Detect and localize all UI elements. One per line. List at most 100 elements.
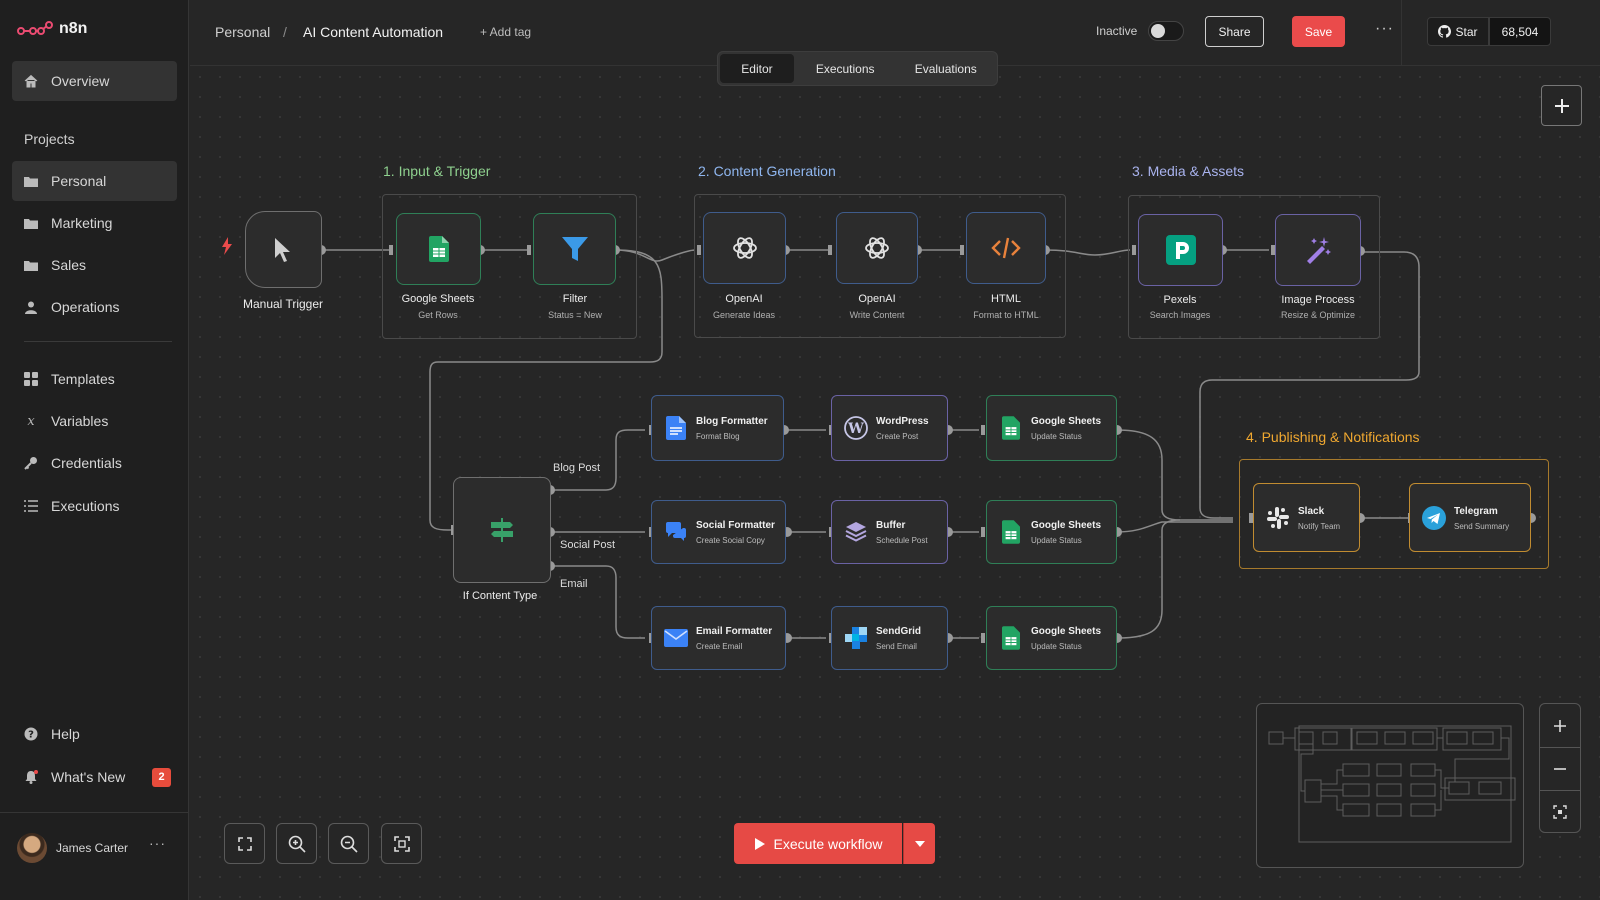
github-star-button[interactable]: Star: [1427, 17, 1489, 46]
node-subtitle: Create Social Copy: [696, 536, 765, 545]
whats-new-badge: 2: [152, 767, 171, 787]
more-options-button[interactable]: ···: [1375, 20, 1394, 37]
execute-options-button[interactable]: [903, 823, 935, 864]
play-icon: [754, 837, 765, 850]
code-icon: [991, 237, 1021, 259]
execute-workflow-button[interactable]: Execute workflow: [734, 823, 902, 864]
group-label-input-trigger: 1. Input & Trigger: [383, 163, 491, 179]
node-subtitle: Update Status: [1031, 536, 1082, 545]
minimap-zoom-out-button[interactable]: [1540, 747, 1580, 790]
group-label-content-generation: 2. Content Generation: [698, 163, 836, 179]
node-email-formatter[interactable]: Email Formatter Create Email: [651, 606, 786, 670]
node-html[interactable]: [966, 212, 1046, 284]
node-wordpress[interactable]: W WordPress Create Post: [831, 395, 948, 461]
breadcrumb-project[interactable]: Personal: [215, 24, 271, 40]
node-openai-write[interactable]: [836, 212, 918, 284]
zoom-out-button[interactable]: [328, 823, 369, 864]
sidebar-item-templates[interactable]: Templates: [12, 359, 177, 399]
node-title: OpenAI: [858, 293, 896, 305]
share-button[interactable]: Share: [1205, 16, 1264, 47]
node-openai-ideas[interactable]: [703, 212, 786, 284]
tab-executions[interactable]: Executions: [815, 61, 875, 76]
view-tabs: Editor Executions Evaluations: [717, 51, 998, 86]
fit-icon: [1553, 804, 1567, 819]
branch-label-social: Social Post: [560, 539, 616, 551]
node-manual-trigger[interactable]: [245, 211, 322, 288]
reset-zoom-button[interactable]: [381, 823, 422, 864]
node-subtitle: Update Status: [1031, 432, 1082, 441]
sidebar-item-overview[interactable]: Overview: [12, 61, 177, 101]
sidebar-item-marketing[interactable]: Marketing: [12, 203, 177, 243]
zoom-divider: [1540, 747, 1580, 748]
folder-icon: [24, 216, 38, 230]
sidebar-item-label: Operations: [51, 299, 120, 315]
signpost-icon: [491, 518, 513, 542]
sidebar-item-sales[interactable]: Sales: [12, 245, 177, 285]
node-slack[interactable]: Slack Notify Team: [1253, 483, 1360, 552]
node-title: WordPress: [876, 416, 929, 427]
workflow-name[interactable]: AI Content Automation: [303, 24, 444, 40]
node-title: Google Sheets: [401, 293, 475, 305]
node-if-content-type[interactable]: [453, 477, 551, 583]
github-star-label: Star: [1455, 24, 1478, 39]
add-node-button[interactable]: [1541, 85, 1582, 126]
node-sendgrid[interactable]: SendGrid Send Email: [831, 606, 948, 670]
toggle-knob: [1151, 24, 1165, 38]
add-tag-button[interactable]: + Add tag: [480, 25, 532, 39]
node-title: Image Process: [1281, 294, 1355, 306]
node-subtitle: Get Rows: [418, 310, 458, 320]
sidebar-item-variables[interactable]: 𝑥 Variables: [12, 401, 177, 441]
chevron-down-icon: [914, 840, 925, 847]
telegram-icon: [1422, 505, 1446, 530]
node-telegram[interactable]: Telegram Send Summary: [1409, 483, 1531, 552]
folder-icon: [24, 258, 38, 272]
key-icon: [24, 456, 38, 470]
projects-heading: Projects: [24, 131, 75, 147]
minimap[interactable]: [1256, 703, 1524, 868]
node-blog-formatter[interactable]: Blog Formatter Format Blog: [651, 395, 784, 461]
sidebar-item-help[interactable]: ? Help: [12, 714, 177, 754]
google-sheets-icon: [999, 416, 1023, 440]
node-title: Social Formatter: [696, 520, 775, 531]
github-star-count[interactable]: 68,504: [1489, 17, 1551, 46]
avatar[interactable]: [17, 833, 47, 863]
node-pexels[interactable]: [1138, 214, 1223, 286]
minus-icon: [1554, 767, 1566, 770]
minimap-zoom-in-button[interactable]: [1540, 704, 1580, 747]
sidebar-item-executions[interactable]: Executions: [12, 486, 177, 526]
envelope-icon: [664, 626, 688, 650]
node-google-sheets-social[interactable]: Google Sheets Update Status: [986, 500, 1117, 564]
node-google-sheets-blog[interactable]: Google Sheets Update Status: [986, 395, 1117, 461]
sidebar-item-operations[interactable]: Operations: [12, 287, 177, 327]
active-toggle[interactable]: [1148, 21, 1184, 41]
save-button[interactable]: Save: [1292, 16, 1345, 47]
help-icon: ?: [24, 727, 38, 741]
node-google-sheets-email[interactable]: Google Sheets Update Status: [986, 606, 1117, 670]
sidebar-item-whats-new[interactable]: What's New 2: [12, 757, 177, 797]
group-publishing: [1239, 459, 1549, 569]
sidebar-item-label: Personal: [51, 173, 107, 189]
node-subtitle: Generate Ideas: [712, 310, 776, 320]
node-title: Telegram: [1454, 506, 1498, 517]
fit-view-button[interactable]: [224, 823, 265, 864]
node-buffer[interactable]: Buffer Schedule Post: [831, 500, 948, 564]
node-image-process[interactable]: [1275, 214, 1361, 286]
node-filter[interactable]: [533, 213, 616, 285]
sidebar-item-personal[interactable]: Personal: [12, 161, 177, 201]
group-input-trigger: [382, 194, 637, 339]
user-menu-button[interactable]: ···: [149, 835, 166, 851]
node-title: OpenAI: [725, 293, 763, 305]
node-social-formatter[interactable]: Social Formatter Create Social Copy: [651, 500, 786, 564]
node-google-sheets-get[interactable]: [396, 213, 481, 285]
tab-editor[interactable]: Editor: [720, 54, 794, 83]
sidebar-item-label: Sales: [51, 257, 87, 273]
trigger-bolt-icon: [221, 237, 233, 260]
node-title: Manual Trigger: [242, 297, 324, 311]
sidebar-item-credentials[interactable]: Credentials: [12, 443, 177, 483]
zoom-in-button[interactable]: [276, 823, 317, 864]
user-icon: [24, 300, 38, 314]
fullscreen-icon: [237, 836, 252, 851]
n8n-logo[interactable]: n8n: [17, 20, 87, 38]
minimap-fit-button[interactable]: [1540, 790, 1580, 833]
tab-evaluations[interactable]: Evaluations: [914, 61, 977, 76]
